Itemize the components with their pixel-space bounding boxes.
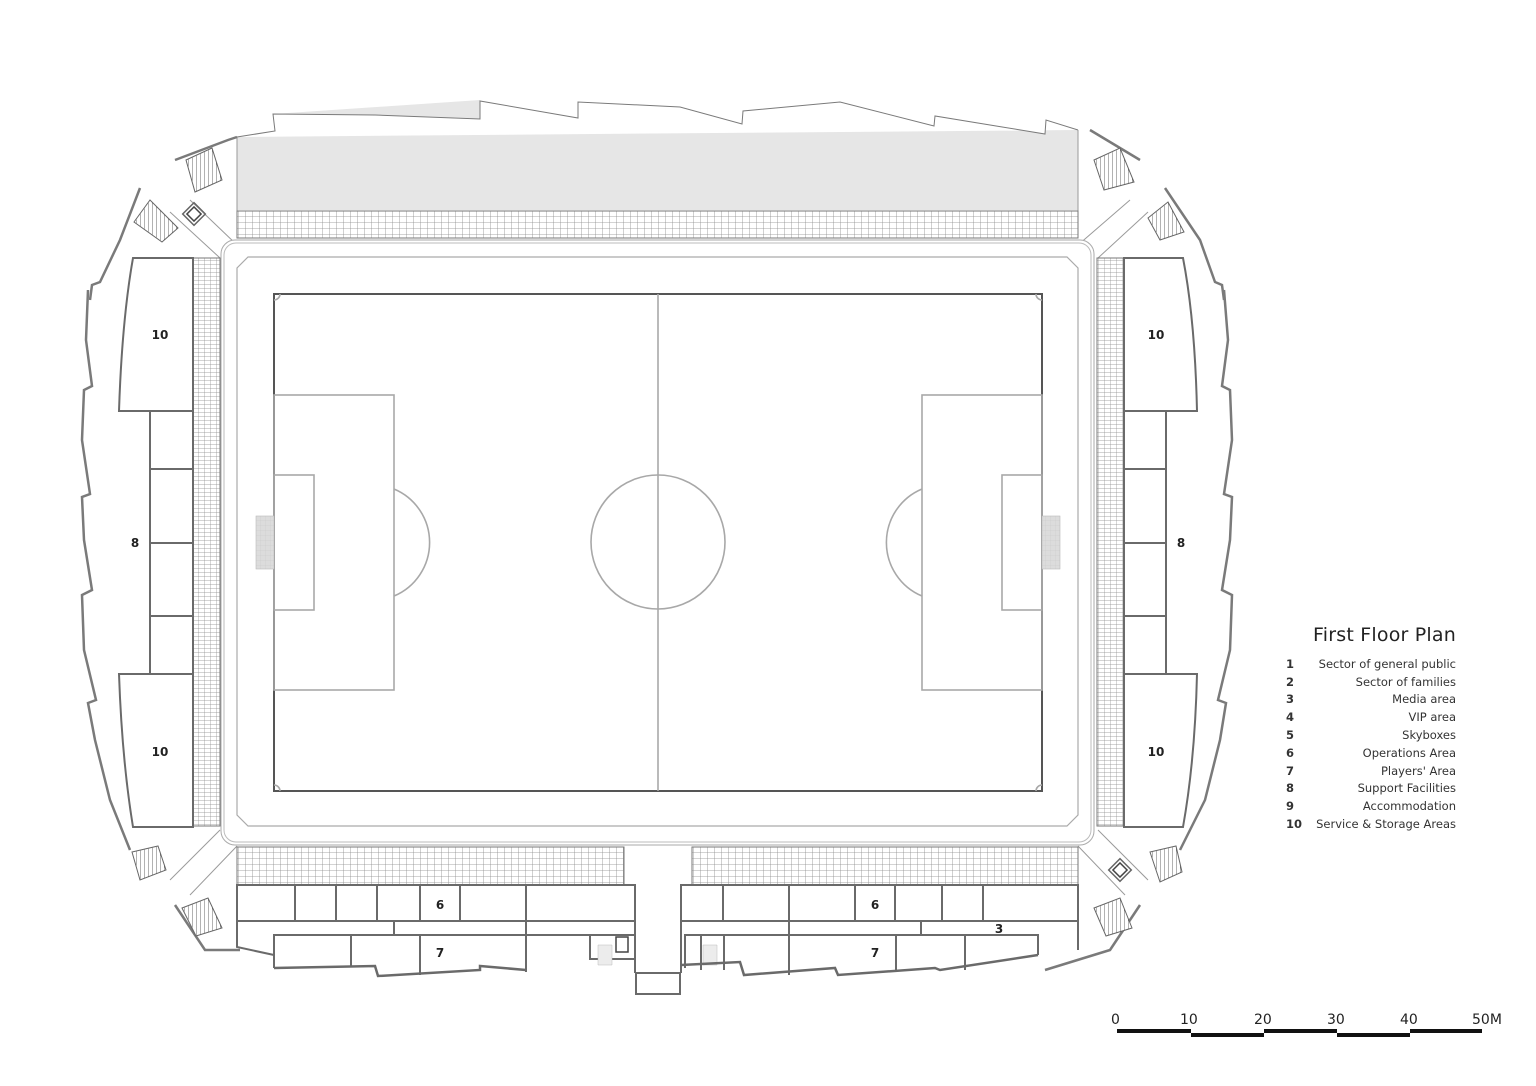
west-seating-rows [192, 257, 221, 827]
south-entrance [635, 972, 681, 995]
room-label-west-storage-bottom: 10 [152, 745, 169, 759]
scale-tick: 40 [1400, 1012, 1418, 1028]
corner-stairs [131, 147, 1185, 937]
south-rooms-right [680, 884, 1079, 977]
lift-cores [181, 201, 1133, 883]
facade-walls [80, 128, 1234, 972]
scale-tick: 20 [1254, 1012, 1272, 1028]
football-pitch [255, 293, 1061, 792]
room-label-west-support: 8 [131, 536, 139, 550]
plan-title: First Floor Plan [1313, 624, 1456, 646]
south-rooms-left [236, 884, 636, 978]
scale-bar-graphic [1117, 1029, 1482, 1037]
east-rooms [1123, 257, 1199, 828]
north-seating-rows [236, 210, 1079, 239]
room-label-east-support: 8 [1177, 536, 1185, 550]
east-seating-rows [1096, 257, 1125, 827]
room-label-players-left: 7 [436, 946, 444, 960]
east-goal [1041, 515, 1061, 570]
room-label-operations-left: 6 [436, 898, 444, 912]
south-seating-rows-left [236, 846, 625, 886]
scale-tick: 0 [1111, 1012, 1120, 1028]
room-label-players-right: 7 [871, 946, 879, 960]
north-stand [236, 100, 1079, 239]
room-label-west-storage-top: 10 [152, 328, 169, 342]
south-seating-rows-right [691, 846, 1079, 886]
room-label-operations-right: 6 [871, 898, 879, 912]
scale-tick: 50M [1472, 1012, 1502, 1028]
room-label-east-storage-bottom: 10 [1148, 745, 1165, 759]
scale-tick: 30 [1327, 1012, 1345, 1028]
scale-tick: 10 [1180, 1012, 1198, 1028]
scale-bar: 0 10 20 30 40 50M [1110, 1010, 1510, 1050]
room-label-east-storage-top: 10 [1148, 328, 1165, 342]
west-rooms [117, 257, 194, 828]
west-goal [255, 515, 275, 570]
room-label-media: 3 [995, 922, 1003, 936]
